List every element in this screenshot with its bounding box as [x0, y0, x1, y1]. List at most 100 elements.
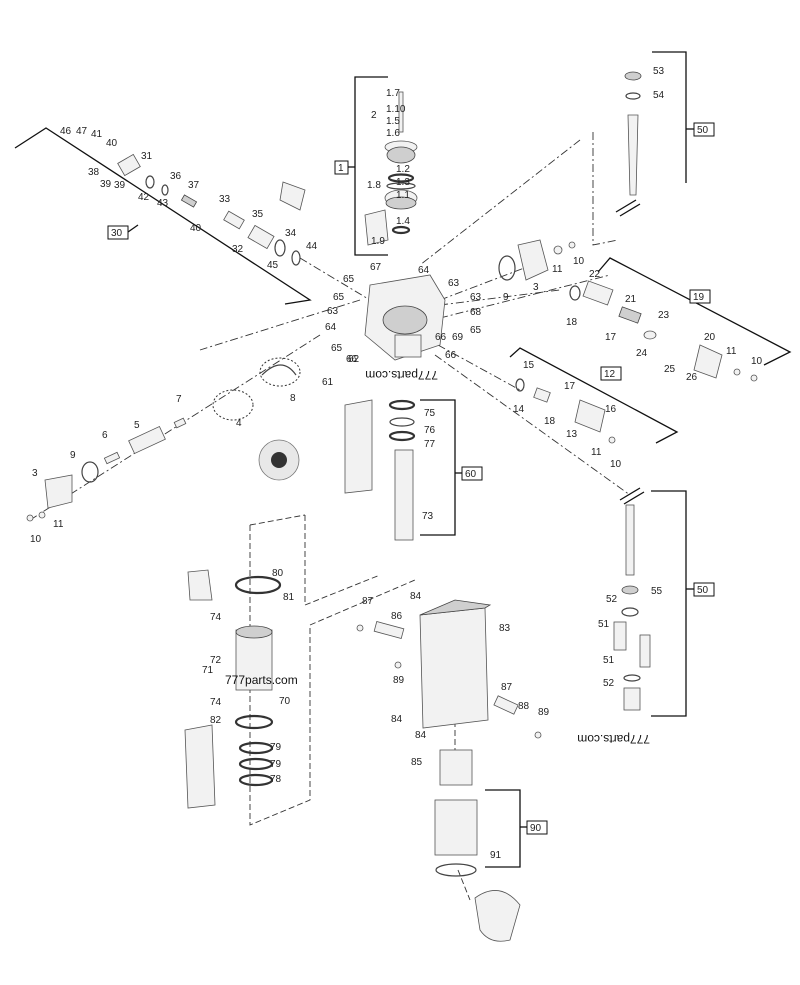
callout-11[interactable]: 11 — [726, 346, 737, 357]
callout-78[interactable]: 78 — [270, 774, 282, 785]
callout-64[interactable]: 64 — [418, 265, 430, 276]
callout-67[interactable]: 67 — [370, 262, 382, 273]
callout-43[interactable]: 43 — [157, 198, 169, 209]
callout-37[interactable]: 37 — [188, 180, 200, 191]
callout-47[interactable]: 47 — [76, 126, 88, 137]
callout-42[interactable]: 42 — [138, 192, 150, 203]
callout-84[interactable]: 84 — [410, 591, 422, 602]
callout-2[interactable]: 2 — [371, 110, 377, 121]
callout-25[interactable]: 25 — [664, 364, 676, 375]
callout-1-3[interactable]: 1.3 — [396, 177, 410, 188]
callout-64[interactable]: 64 — [325, 322, 337, 333]
callout-91[interactable]: 91 — [490, 850, 502, 861]
callout-65[interactable]: 65 — [331, 343, 343, 354]
callout-54[interactable]: 54 — [653, 90, 665, 101]
callout-11[interactable]: 11 — [591, 447, 602, 458]
callout-61[interactable]: 61 — [322, 377, 334, 388]
callout-65[interactable]: 65 — [333, 292, 345, 303]
callout-14[interactable]: 14 — [513, 404, 525, 415]
callout-39[interactable]: 39 — [114, 180, 126, 191]
callout-63[interactable]: 63 — [470, 292, 482, 303]
group-box-12[interactable] — [600, 366, 622, 381]
callout-66[interactable]: 66 — [445, 350, 457, 361]
callout-77[interactable]: 77 — [424, 439, 436, 450]
callout-21[interactable]: 21 — [625, 294, 637, 305]
callout-24[interactable]: 24 — [636, 348, 648, 359]
callout-40[interactable]: 40 — [190, 223, 202, 234]
callout-36[interactable]: 36 — [170, 171, 182, 182]
callout-86[interactable]: 86 — [391, 611, 403, 622]
callout-75[interactable]: 75 — [424, 408, 436, 419]
callout-32[interactable]: 32 — [232, 244, 244, 255]
group-box-30[interactable] — [107, 225, 129, 240]
callout-35[interactable]: 35 — [252, 209, 264, 220]
callout-1-1[interactable]: 1.1 — [396, 190, 410, 201]
callout-89[interactable]: 89 — [538, 707, 550, 718]
callout-22[interactable]: 22 — [589, 269, 601, 280]
callout-17[interactable]: 17 — [564, 381, 576, 392]
group-box-19[interactable] — [689, 289, 711, 304]
callout-38[interactable]: 38 — [88, 167, 100, 178]
callout-89[interactable]: 89 — [393, 675, 405, 686]
callout-23[interactable]: 23 — [658, 310, 670, 321]
callout-34[interactable]: 34 — [285, 228, 297, 239]
callout-1-6[interactable]: 1.6 — [386, 128, 400, 139]
callout-40[interactable]: 40 — [106, 138, 118, 149]
callout-31[interactable]: 31 — [141, 151, 153, 162]
callout-84[interactable]: 84 — [415, 730, 427, 741]
callout-1-5[interactable]: 1.5 — [386, 116, 400, 127]
callout-11[interactable]: 11 — [53, 519, 64, 530]
callout-84[interactable]: 84 — [391, 714, 403, 725]
callout-63[interactable]: 63 — [327, 306, 339, 317]
callout-1-4[interactable]: 1.4 — [396, 216, 410, 227]
callout-65[interactable]: 65 — [343, 274, 355, 285]
callout-10[interactable]: 10 — [30, 534, 42, 545]
callout-88[interactable]: 88 — [518, 701, 530, 712]
callout-26[interactable]: 26 — [686, 372, 698, 383]
callout-39[interactable]: 39 — [100, 179, 112, 190]
callout-68[interactable]: 68 — [470, 307, 482, 318]
callout-79[interactable]: 79 — [270, 742, 282, 753]
callout-1-10[interactable]: 1.10 — [386, 104, 406, 115]
callout-82[interactable]: 82 — [210, 715, 222, 726]
callout-51[interactable]: 51 — [598, 619, 610, 630]
callout-63[interactable]: 63 — [448, 278, 460, 289]
callout-10[interactable]: 10 — [573, 256, 585, 267]
callout-20[interactable]: 20 — [704, 332, 716, 343]
callout-18[interactable]: 18 — [566, 317, 578, 328]
callout-4[interactable]: 4 — [236, 418, 242, 429]
callout-1-2[interactable]: 1.2 — [396, 164, 410, 175]
callout-87[interactable]: 87 — [501, 682, 513, 693]
callout-3[interactable]: 3 — [533, 282, 539, 293]
callout-16[interactable]: 16 — [605, 404, 617, 415]
callout-70[interactable]: 70 — [279, 696, 291, 707]
callout-81[interactable]: 81 — [283, 592, 295, 603]
callout-1-8[interactable]: 1.8 — [367, 180, 381, 191]
callout-52[interactable]: 52 — [606, 594, 618, 605]
callout-3[interactable]: 3 — [32, 468, 38, 479]
callout-10[interactable]: 10 — [751, 356, 763, 367]
callout-62[interactable]: 62 — [348, 354, 360, 365]
callout-53[interactable]: 53 — [653, 66, 665, 77]
callout-83[interactable]: 83 — [499, 623, 511, 634]
callout-76[interactable]: 76 — [424, 425, 436, 436]
callout-9[interactable]: 9 — [70, 450, 76, 461]
callout-15[interactable]: 15 — [523, 360, 535, 371]
callout-44[interactable]: 44 — [306, 241, 318, 252]
callout-9[interactable]: 9 — [503, 292, 509, 303]
callout-79[interactable]: 79 — [270, 759, 282, 770]
callout-6[interactable]: 6 — [102, 430, 108, 441]
callout-7[interactable]: 7 — [176, 394, 182, 405]
callout-66[interactable]: 66 — [435, 332, 447, 343]
callout-18[interactable]: 18 — [544, 416, 556, 427]
callout-74[interactable]: 74 — [210, 697, 222, 708]
callout-1-7[interactable]: 1.7 — [386, 88, 400, 99]
callout-55[interactable]: 55 — [651, 586, 663, 597]
callout-52[interactable]: 52 — [603, 678, 615, 689]
callout-71[interactable]: 71 — [202, 665, 214, 676]
callout-46[interactable]: 46 — [60, 126, 72, 137]
callout-11[interactable]: 11 — [552, 264, 563, 275]
callout-13[interactable]: 13 — [566, 429, 578, 440]
callout-51[interactable]: 51 — [603, 655, 615, 666]
callout-74[interactable]: 74 — [210, 612, 222, 623]
